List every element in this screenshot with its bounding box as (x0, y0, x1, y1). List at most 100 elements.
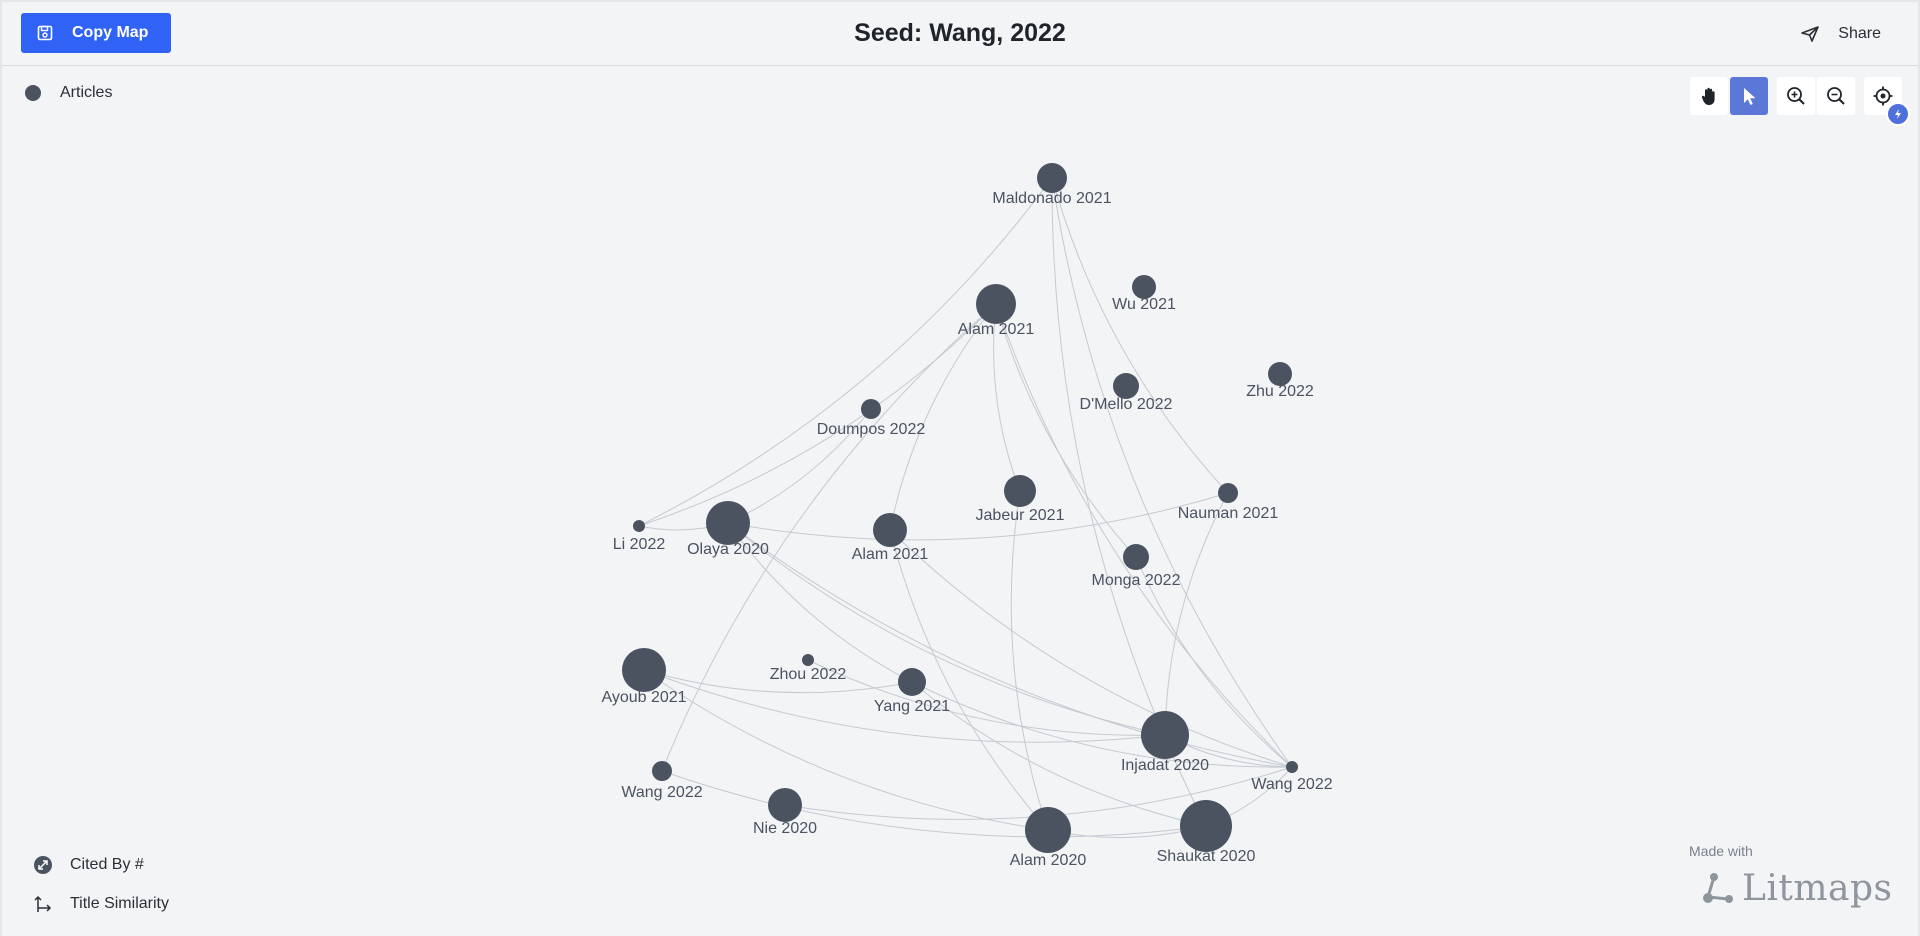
article-node[interactable]: Wang 2022 (1251, 761, 1333, 793)
article-node-circle[interactable] (1141, 711, 1189, 759)
article-node[interactable]: D'Mello 2022 (1080, 373, 1173, 413)
article-node[interactable]: Injadat 2020 (1121, 711, 1209, 774)
article-node-circle[interactable] (633, 520, 645, 532)
article-node[interactable]: Nauman 2021 (1178, 483, 1279, 522)
article-node-label: Wang 2022 (621, 784, 702, 801)
legend-articles[interactable]: Articles (25, 84, 112, 102)
article-node[interactable]: Nie 2020 (753, 788, 817, 837)
article-node-label: Nauman 2021 (1178, 505, 1279, 522)
article-node[interactable]: Shaukat 2020 (1157, 800, 1256, 865)
cited-by-axis-control[interactable]: Cited By # (33, 855, 144, 875)
article-node-label: Alam 2021 (852, 546, 929, 563)
pan-hand-icon (1701, 87, 1715, 105)
citation-edge (807, 659, 1166, 736)
article-node-circle[interactable] (652, 761, 672, 781)
title-similarity-axis-control[interactable]: Title Similarity (33, 894, 169, 914)
article-node[interactable]: Alam 2020 (1010, 807, 1087, 869)
citation-edge (1051, 177, 1229, 494)
article-node-circle[interactable] (861, 399, 881, 419)
citation-edge (727, 492, 1229, 541)
article-node-circle[interactable] (898, 668, 926, 696)
zoom-out-icon (1827, 87, 1845, 105)
share-button[interactable]: Share (1800, 22, 1881, 46)
article-node[interactable]: Wang 2022 (621, 761, 703, 801)
citation-edge (889, 529, 1049, 831)
title-similarity-label: Title Similarity (70, 895, 169, 912)
cited-by-label: Cited By # (70, 856, 144, 873)
article-node-circle[interactable] (706, 501, 750, 545)
article-node-circle[interactable] (1132, 275, 1156, 299)
article-node-label: Zhou 2022 (770, 666, 847, 683)
citation-edge (1135, 556, 1293, 768)
litmaps-logo-icon (1703, 872, 1733, 903)
select-tool-button[interactable] (1730, 77, 1768, 115)
citation-edge (995, 303, 1293, 768)
article-node[interactable]: Doumpos 2022 (817, 399, 926, 438)
article-node-label: Doumpos 2022 (817, 421, 926, 438)
citation-edge (1164, 492, 1229, 736)
article-node-circle[interactable] (1268, 362, 1292, 386)
lightning-icon (1895, 109, 1901, 119)
article-node-label: Zhu 2022 (1246, 383, 1314, 400)
lightning-badge[interactable] (1886, 102, 1910, 126)
pan-tool-button[interactable] (1690, 77, 1728, 115)
citation-edge (638, 177, 1053, 527)
article-node[interactable]: Maldonado 2021 (992, 163, 1112, 207)
article-node-circle[interactable] (1123, 544, 1149, 570)
size-scale-icon (34, 856, 52, 874)
citation-edge (995, 303, 1137, 558)
article-node-circle[interactable] (1004, 475, 1036, 507)
article-node-label: D'Mello 2022 (1080, 396, 1173, 413)
article-node[interactable]: Zhu 2022 (1246, 362, 1314, 400)
article-node-circle[interactable] (1037, 163, 1067, 193)
article-node-label: Shaukat 2020 (1157, 848, 1256, 865)
citation-edge (727, 408, 872, 524)
article-node[interactable]: Li 2022 (613, 520, 666, 553)
article-node[interactable]: Yang 2021 (874, 668, 950, 715)
citation-edge (643, 669, 1166, 743)
article-node[interactable]: Alam 2021 (958, 284, 1035, 338)
copy-map-button[interactable]: Copy Map (21, 13, 171, 53)
article-node-label: Wang 2022 (1251, 776, 1332, 793)
article-node-label: Li 2022 (613, 536, 666, 553)
zoom-in-button[interactable] (1777, 77, 1815, 115)
litmaps-logo[interactable]: Litmaps (1700, 868, 1893, 909)
article-node-label: Jabeur 2021 (976, 507, 1065, 524)
made-with-text: Made with (1689, 843, 1753, 859)
article-node-label: Nie 2020 (753, 820, 817, 837)
article-node-circle[interactable] (873, 513, 907, 547)
article-node-circle[interactable] (976, 284, 1016, 324)
article-node[interactable]: Alam 2021 (852, 513, 929, 563)
article-node[interactable]: Olaya 2020 (687, 501, 769, 558)
article-node[interactable]: Monga 2022 (1092, 544, 1181, 589)
article-node[interactable]: Zhou 2022 (770, 654, 847, 683)
article-node-circle[interactable] (802, 654, 814, 666)
litmaps-logo-text: Litmaps (1742, 868, 1893, 909)
locate-target-icon (1873, 86, 1893, 106)
article-node-label: Olaya 2020 (687, 541, 769, 558)
article-node-label: Monga 2022 (1092, 572, 1181, 589)
zoom-out-button[interactable] (1817, 77, 1855, 115)
article-node-circle[interactable] (1286, 761, 1298, 773)
citation-edge (643, 669, 913, 694)
article-node-circle[interactable] (622, 648, 666, 692)
article-node-label: Yang 2021 (874, 698, 950, 715)
article-node-label: Ayoub 2021 (601, 689, 686, 706)
citation-edge (911, 681, 1207, 827)
citation-edge (643, 669, 1049, 831)
select-cursor-icon (1744, 88, 1756, 105)
citation-edge (1010, 490, 1049, 831)
citation-edge (889, 303, 997, 531)
article-node-circle[interactable] (1113, 373, 1139, 399)
article-node-circle[interactable] (1025, 807, 1071, 853)
article-node-label: Alam 2020 (1010, 852, 1087, 869)
article-node[interactable]: Jabeur 2021 (976, 475, 1065, 524)
article-node-circle[interactable] (1180, 800, 1232, 852)
article-node-circle[interactable] (768, 788, 802, 822)
article-node[interactable]: Wu 2021 (1112, 275, 1176, 313)
article-node[interactable]: Ayoub 2021 (601, 648, 687, 706)
article-node-circle[interactable] (1218, 483, 1238, 503)
